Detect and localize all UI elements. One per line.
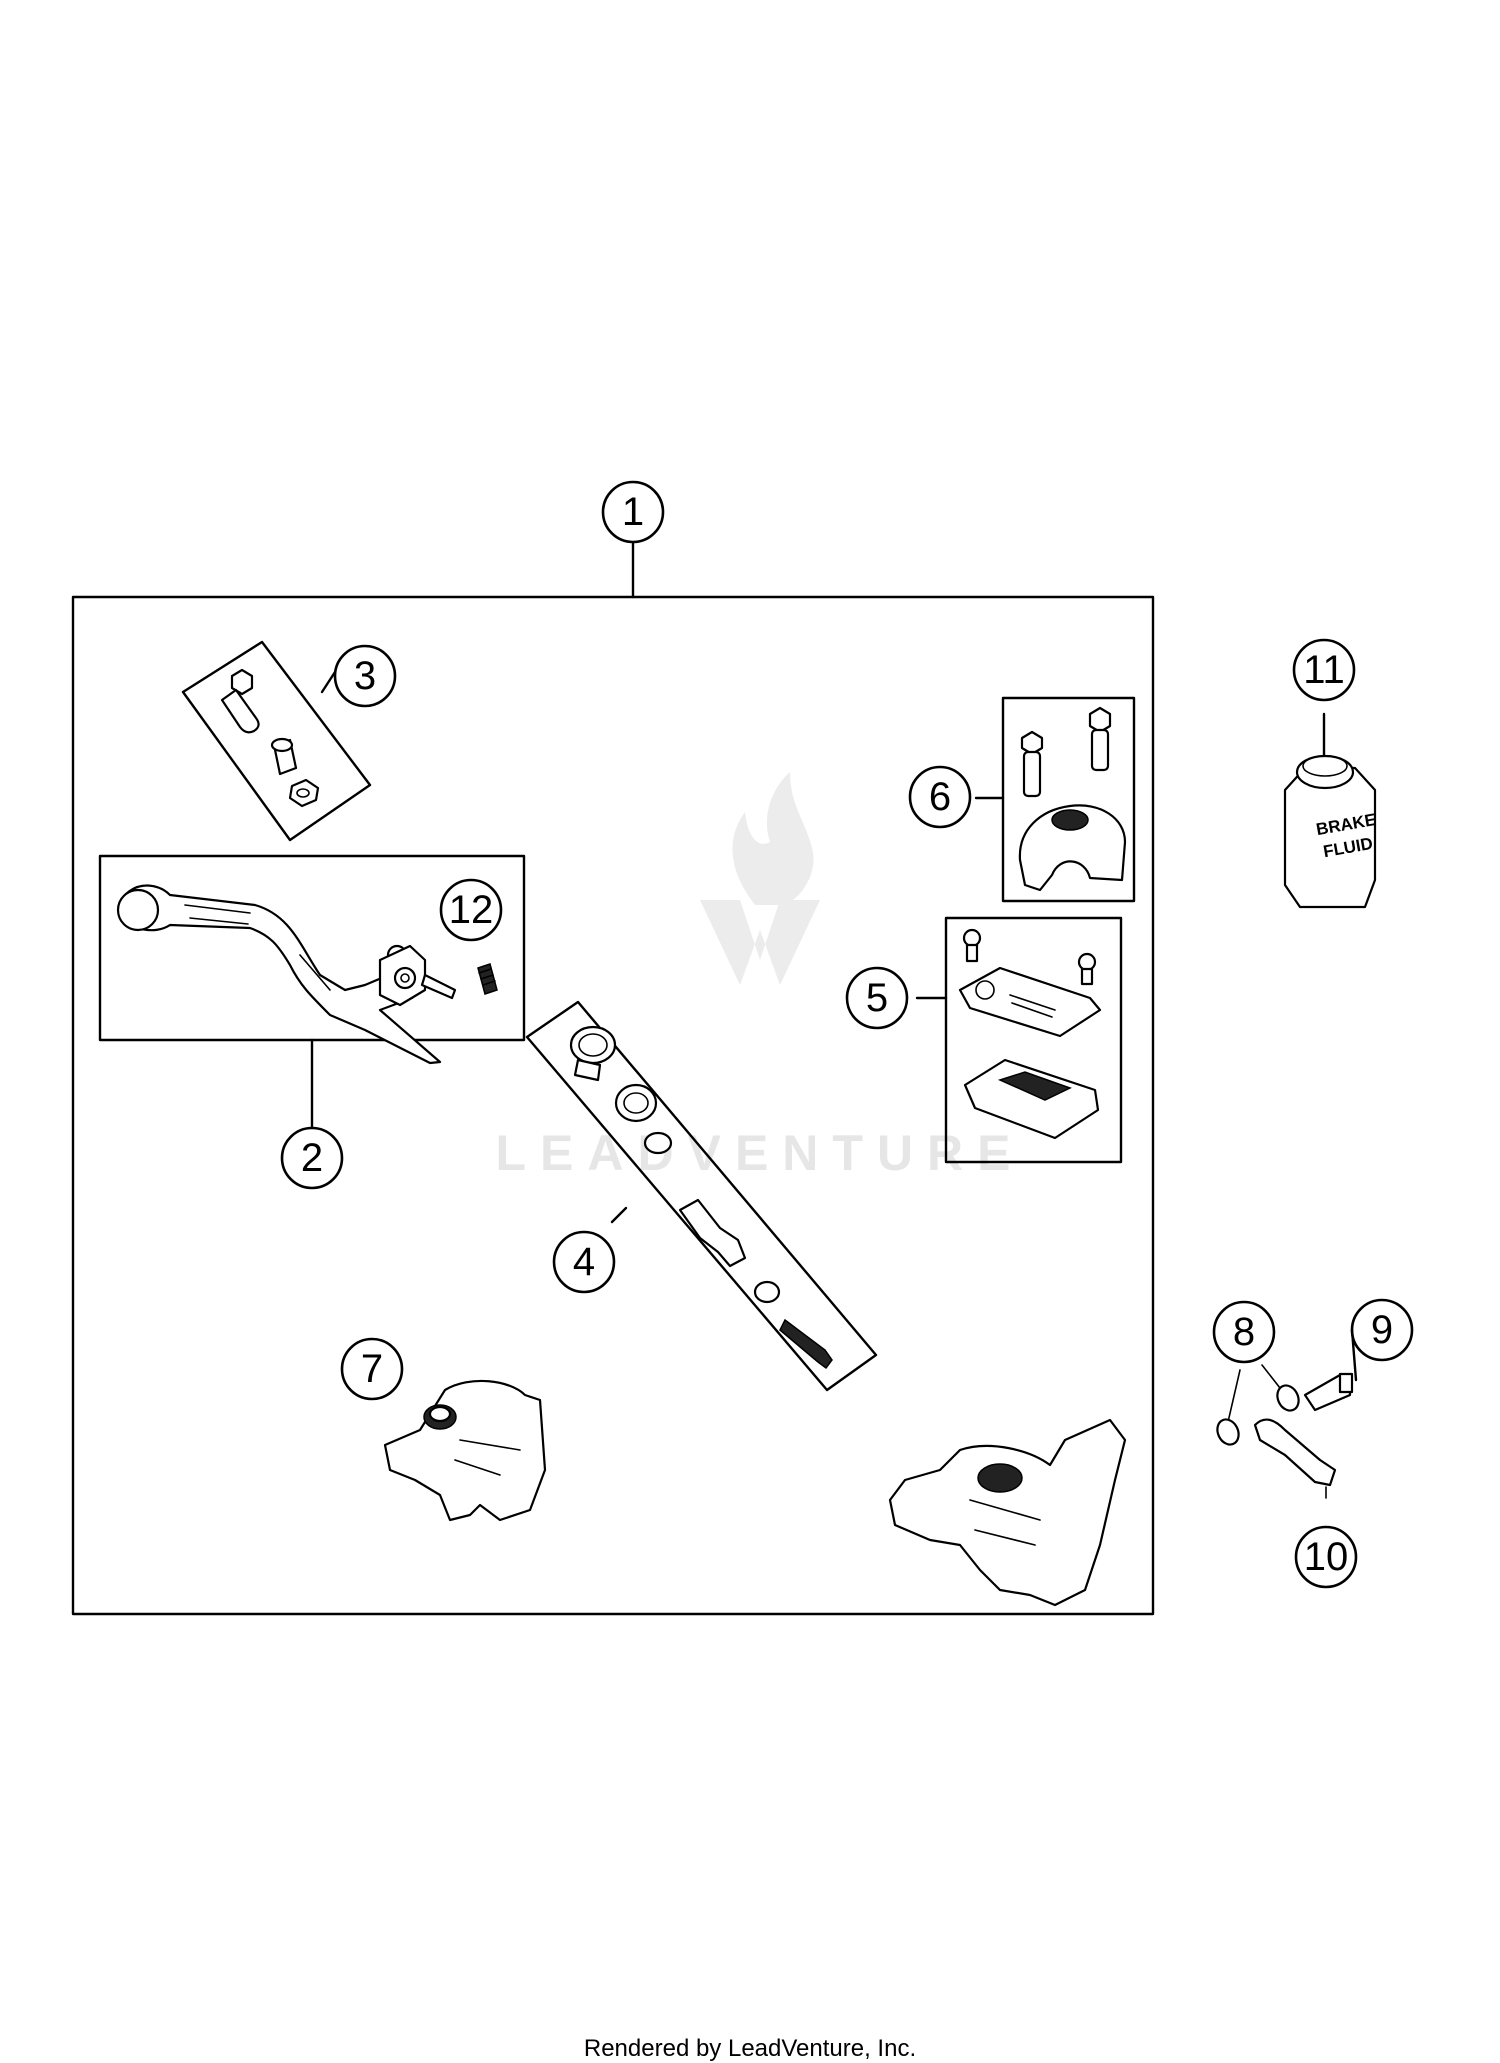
master-cylinder-body xyxy=(383,1379,547,1522)
svg-text:10: 10 xyxy=(1304,1535,1349,1579)
callout-8: 8 xyxy=(1212,1300,1276,1364)
svg-text:4: 4 xyxy=(573,1240,595,1284)
svg-text:2: 2 xyxy=(301,1136,323,1180)
piston-kit-group xyxy=(525,1000,878,1392)
svg-text:5: 5 xyxy=(866,976,888,1020)
callout-11: 11 xyxy=(1292,638,1356,702)
reservoir-cover-group xyxy=(915,916,1123,1164)
callout-9: 9 xyxy=(1350,1298,1414,1362)
assembly-frame xyxy=(71,595,1155,1616)
svg-text:3: 3 xyxy=(354,654,376,698)
brake-fluid-can: BRAKE FLUID xyxy=(1283,712,1377,909)
callout-4: 4 xyxy=(552,1230,616,1294)
callout-1: 1 xyxy=(601,480,665,544)
clamp-group xyxy=(974,696,1136,903)
svg-text:8: 8 xyxy=(1233,1310,1255,1354)
watermark-text: LEADVENTURE xyxy=(495,1125,1024,1181)
master-cylinder-housing xyxy=(888,1418,1127,1607)
callout-12: 12 xyxy=(439,878,503,942)
svg-text:6: 6 xyxy=(929,775,951,819)
callout-7: 7 xyxy=(340,1337,404,1401)
callout-10: 10 xyxy=(1294,1525,1358,1589)
callout-5: 5 xyxy=(845,966,909,1030)
svg-text:12: 12 xyxy=(449,888,494,932)
svg-text:11: 11 xyxy=(1303,648,1345,692)
watermark: LEADVENTURE xyxy=(495,772,1024,1181)
callout-3: 3 xyxy=(333,644,397,708)
svg-text:9: 9 xyxy=(1371,1308,1393,1352)
svg-text:1: 1 xyxy=(622,490,644,534)
callout-2: 2 xyxy=(280,1126,344,1190)
svg-text:7: 7 xyxy=(361,1347,383,1391)
footer-credit: Rendered by LeadVenture, Inc. xyxy=(583,2035,917,2062)
banjo-fitting-group xyxy=(1216,1364,1354,1499)
callout-6: 6 xyxy=(908,765,972,829)
lever-group xyxy=(98,854,526,1130)
bolt-kit-group xyxy=(181,640,372,842)
